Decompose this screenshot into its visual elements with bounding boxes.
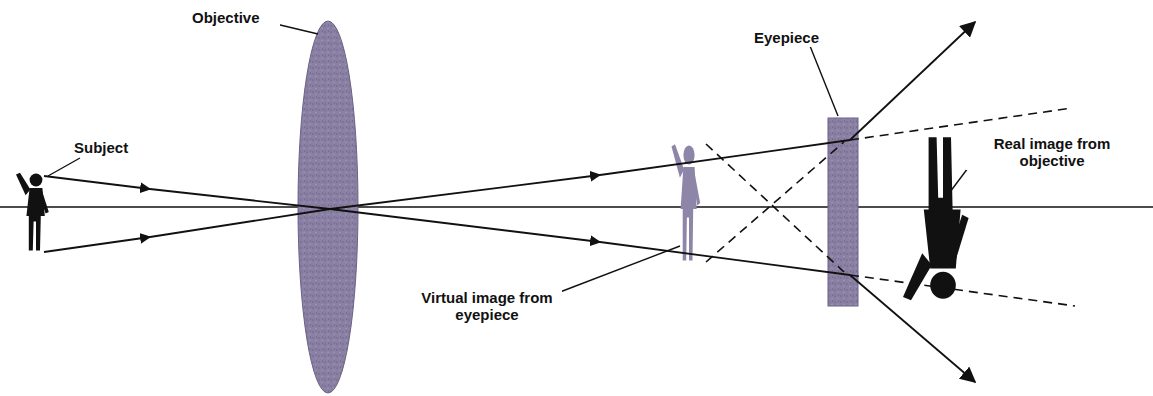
light-rays — [44, 22, 975, 382]
figure-label: Subject — [72, 138, 152, 157]
lens-label: Objective — [190, 8, 280, 27]
leader-lines — [48, 24, 968, 292]
optical-axis — [0, 206, 1153, 208]
subject-figure — [16, 173, 49, 251]
lens-label: Eyepiece — [752, 28, 842, 47]
image-label: Real image from objective — [966, 134, 1138, 170]
real-image-figure — [903, 137, 969, 300]
image-label: Virtual image from eyepiece — [412, 288, 562, 324]
